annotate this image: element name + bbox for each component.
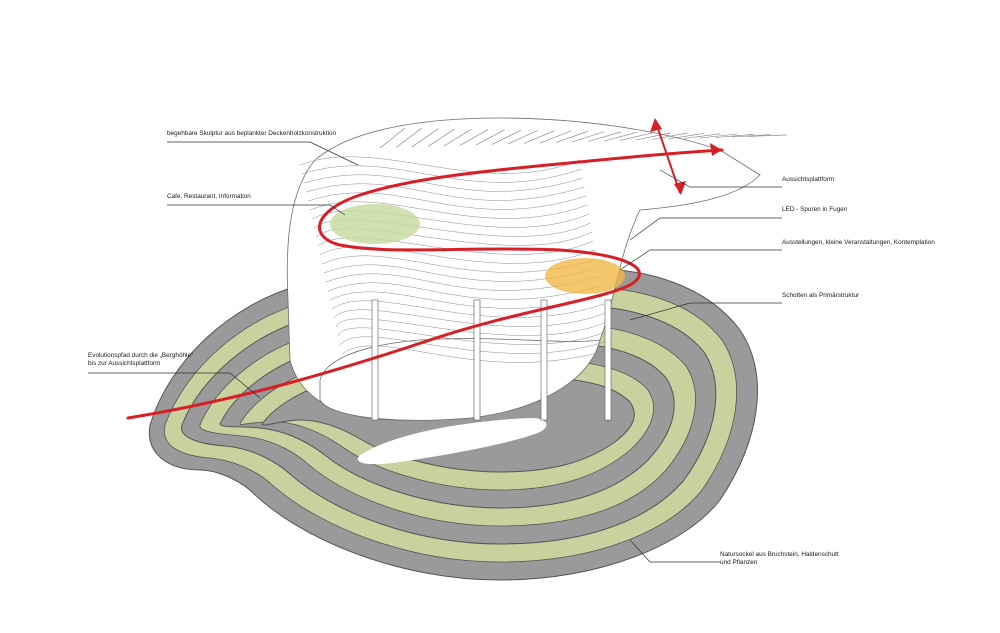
label-led: LED - Spuren in Fugen: [782, 206, 847, 214]
leader-led: [630, 218, 782, 240]
label-platform: Aussichtsplattform: [782, 176, 834, 184]
led-zone-green: [330, 204, 420, 244]
led-zone-orange: [545, 258, 625, 294]
view-arrowhead-north: [650, 118, 662, 132]
label-sculpture: begehbare Skulptur aus beplankter Decken…: [167, 130, 336, 138]
schotten-post: [605, 300, 611, 420]
label-cafe: Cafe, Restaurant, Information: [167, 193, 251, 201]
label-base: Natursockel aus Bruchstein, Haldenschutt…: [720, 551, 839, 567]
label-exhibitions: Ausstellungen, kleine Veranstaltungen, K…: [782, 239, 935, 247]
leader-exhibitions: [620, 250, 782, 270]
label-schotten: Schotten als Primärstruktur: [782, 292, 859, 300]
schotten-post: [474, 300, 480, 420]
label-evolution-path: Evolutionspfad durch die „Berghöhle“ bis…: [88, 352, 193, 368]
schotten-post: [541, 300, 547, 420]
